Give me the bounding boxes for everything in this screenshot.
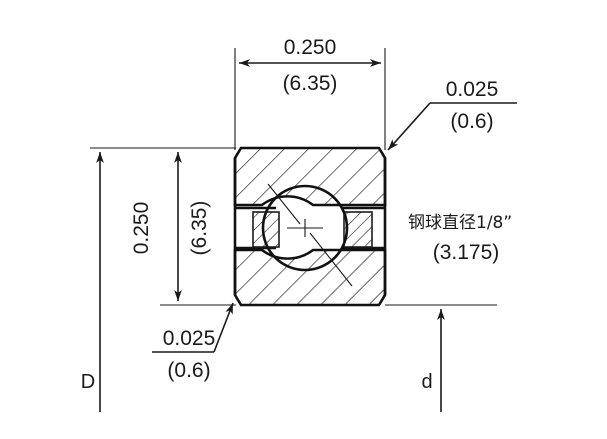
dimension-inner-diameter (385, 304, 497, 412)
chamfer-bl-metric: (0.6) (167, 359, 210, 382)
steel-ball (261, 183, 353, 287)
chamfer-tr-metric: (0.6) (450, 110, 493, 133)
chamfer-tr-imperial: 0.025 (446, 78, 499, 101)
dim-height-imperial: 0.250 (130, 202, 153, 255)
left-seal (252, 211, 280, 248)
right-land (342, 205, 387, 250)
chamfer-bl-imperial: 0.025 (163, 327, 216, 350)
right-seal-hatch (344, 212, 372, 247)
leader-chamfer-bottom-left (152, 302, 234, 353)
upper-race-hatch (235, 148, 385, 205)
dimension-height-left (90, 147, 236, 306)
ball-note-imperial: 钢球直径1/8” (408, 213, 512, 233)
ball-leader-upper (267, 183, 301, 225)
leader-line-top-right (387, 102, 431, 151)
right-seal-outline (343, 211, 373, 248)
right-seal (343, 211, 373, 248)
ball-leader-lower (309, 232, 353, 287)
dim-height-metric: (6.35) (188, 201, 211, 256)
lower-race-outline (233, 248, 387, 307)
dim-width-metric: (6.35) (283, 72, 338, 95)
lower-race (233, 248, 387, 307)
dim-width-imperial: 0.250 (284, 36, 337, 59)
steel-ball-circle (261, 184, 349, 272)
label-inner-diameter: d (421, 371, 432, 393)
upper-race (233, 146, 387, 207)
ball-note-metric: (3.175) (433, 241, 500, 264)
dimension-width-top (234, 48, 386, 150)
label-outer-diameter: D (81, 371, 95, 393)
lower-race-hatch (235, 250, 385, 305)
leader-chamfer-top-right (387, 102, 517, 151)
leader-line-bottom-left (213, 302, 234, 353)
